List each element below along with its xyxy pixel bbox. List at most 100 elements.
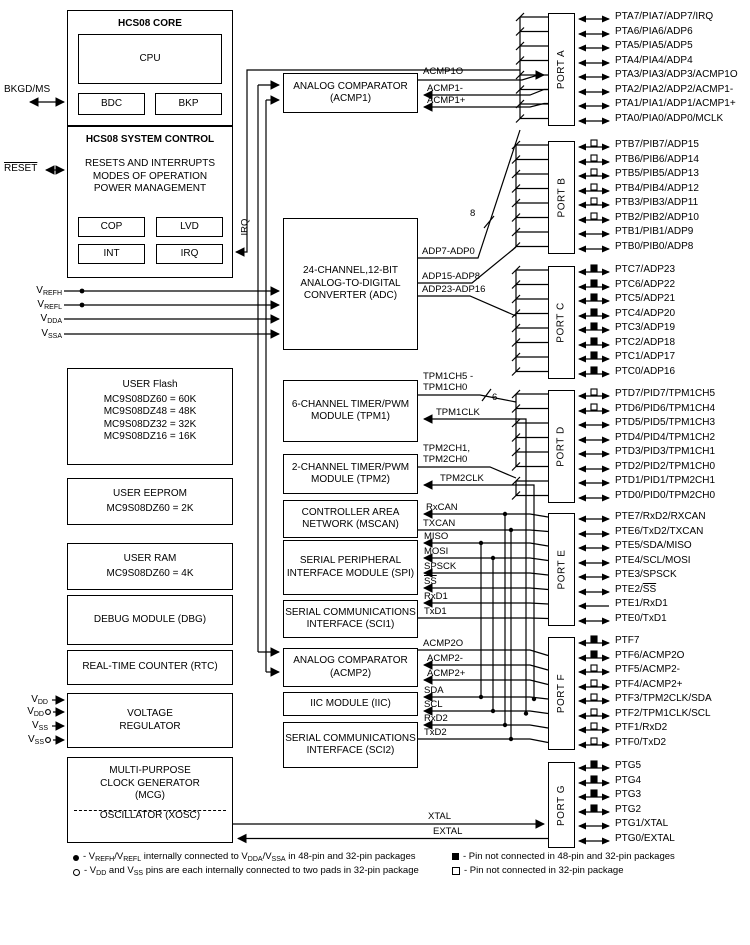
open-square-icon [590,736,598,745]
pin-label: PTF4/ACMP2+ [615,678,683,690]
pin-arrow-icon [578,559,610,566]
tpm1-bus-width-label: 6 [492,392,498,403]
eeprom-size: MC9S08DZ60 = 2K [106,503,194,514]
port-name-label: PORT E [556,549,567,590]
footnote-nc-32: - Pin not connected in 32-pin package [452,865,624,876]
filled-square-icon [590,322,598,330]
filled-square-icon [590,351,598,359]
pin-row: PTF1/RxD2 [577,722,667,734]
pin-label: PTE0/TxD1 [615,612,667,624]
bkgd-ms-pin-label: BKGD/MS [4,84,51,95]
pin-row: PTE4/SCL/MOSI [577,555,691,567]
vrefl-pin-label: VREFL [37,299,62,311]
open-square-icon [590,388,598,396]
signal-label: TPM2CH1, [423,443,470,454]
pin-label: PTF6/ACMP2O [615,649,685,661]
int-block: INT [78,244,145,264]
lvd-label: LVD [180,220,199,232]
pin-label: PTC3/ADP19 [615,322,676,333]
pin-row: PTF5/ACMP2- [577,664,680,676]
pin-arrow-icon [578,602,609,610]
pin-row: PTB6/PIB6/ADP14 [577,154,699,166]
port-box-port-g: PORT G [548,762,575,848]
open-square-icon [590,707,598,716]
pin-arrow-icon [578,388,610,400]
pin-label: PTB4/PIB4/ADP12 [615,182,699,194]
open-square-icon [590,402,598,411]
bkp-block: BKP [155,93,222,115]
pin-arrow-icon [578,421,610,429]
pin-label: PTG3 [615,789,642,800]
pin-arrow-icon [578,494,610,501]
open-square-icon [590,211,598,220]
pin-row: PTC6/ADP22 [577,279,675,291]
pin-arrow-icon [578,722,610,734]
open-square-icon [590,722,598,730]
pin-label: PTB2/PIB2/ADP10 [615,211,699,223]
pin-arrow-icon [578,450,610,458]
block-adc-line: ANALOG-TO-DIGITAL [300,277,401,289]
block-mscan-line: NETWORK (MSCAN) [302,519,399,530]
pin-label: PTC0/ADP16 [615,365,676,377]
filled-square-icon [590,264,598,272]
mcg-line-2: CLOCK GENERATOR [100,777,200,789]
pin-label: PTA0/PIA0/ADP0/MCLK [615,112,724,124]
pin-row: PTC1/ADP17 [577,351,675,363]
pin-label: PTB5/PIB5/ADP13 [615,168,699,179]
block-iic-line: IIC MODULE (IIC) [310,697,391,709]
open-square-icon [590,693,598,701]
pin-arrow-icon [578,760,610,772]
rtc-title: REAL-TIME COUNTER (RTC) [82,661,218,673]
pin-row: PTE2/SS [577,584,656,596]
block-acmp2-line: ANALOG COMPARATOR [293,655,408,666]
filled-square-icon [590,803,598,812]
pin-row: PTA2/PIA2/ADP2/ACMP1- [577,84,733,96]
pin-label: PTF7 [615,635,640,646]
pin-row: PTB4/PIB4/ADP12 [577,183,699,195]
port-box-port-a: PORT A [548,13,575,126]
mcg-line-1: MULTI-PURPOSE [109,765,191,776]
pin-row: PTD0/PID0/TPM2CH0 [577,490,715,502]
filled-square-icon [452,853,459,860]
pin-label: PTC6/ADP22 [615,278,676,290]
pin-row: PTE5/SDA/MISO [577,540,692,552]
pin-label: PTC1/ADP17 [615,351,676,362]
bdc-block: BDC [78,93,145,115]
pin-label: PTE2/SS [615,583,657,595]
port-box-port-c: PORT C [548,266,575,379]
pin-arrow-icon [578,211,610,223]
signal-label: TPM2CLK [440,473,484,484]
pin-arrow-icon [578,73,610,81]
pin-arrow-icon [578,278,610,290]
pin-arrow-icon [578,307,610,319]
hcs08-core-block: HCS08 CORE CPU BDC BKP [67,10,233,126]
pin-label: PTE6/TxD2/TXCAN [615,525,704,537]
block-tpm1-line: 6-CHANNEL TIMER/PWM [291,398,410,410]
signal-label: MISO [424,531,449,542]
pin-arrow-icon [578,365,610,377]
block-spi-line: INTERFACE MODULE (SPI) [286,567,415,579]
pin-row: PTE7/RxD2/RXCAN [577,511,706,523]
mcg-block: MULTI-PURPOSE CLOCK GENERATOR (MCG) OSCI… [67,757,233,843]
footnote-vref-text: - VREFH/VREFL internally connected to VD… [83,851,416,863]
pin-label: PTD3/PID3/TPM1CH1 [615,446,716,457]
pin-row: PTF3/TPM2CLK/SDA [577,693,712,705]
pin-row: PTA5/PIA5/ADP5 [577,40,693,52]
pin-label: PTG2 [615,803,642,815]
block-acmp1-line: ANALOG COMPARATOR [293,80,408,92]
signal-label: MOSI [424,546,449,557]
pin-row: PTE3/SPSCK [577,569,677,581]
signal-label: TPM1CLK [436,407,480,418]
footnote-vdd-vss: - VDD and VSS pins are each internally c… [73,865,419,879]
pin-arrow-icon [578,707,610,719]
pin-row: PTB7/PIB7/ADP15 [577,139,699,151]
pin-arrow-icon [578,245,610,252]
vdda-pin-label: VDDA [40,313,62,325]
irq-label: IRQ [180,247,199,259]
pin-label: PTA2/PIA2/ADP2/ACMP1- [615,83,734,95]
pin-row: PTG2 [577,804,641,816]
filled-square-icon [590,336,598,345]
sys-line-resets: RESETS AND INTERRUPTS [84,158,216,169]
